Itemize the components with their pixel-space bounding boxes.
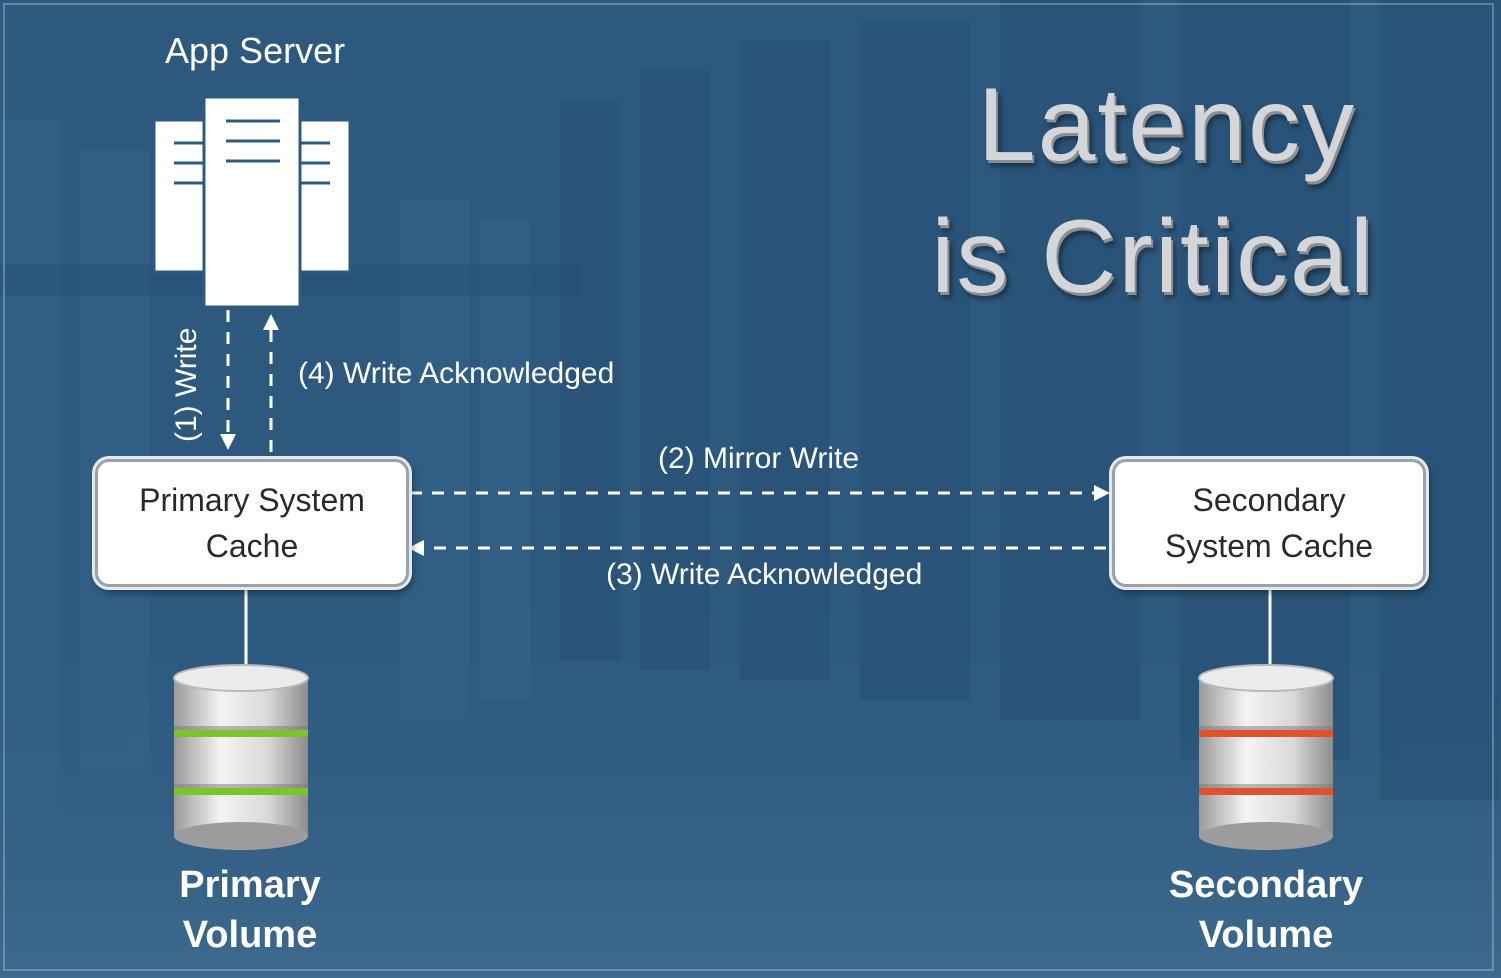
secondary-db-band-2 — [1199, 788, 1333, 795]
secondary-volume-line-1: Secondary — [1168, 864, 1364, 906]
primary-volume-line-1: Primary — [179, 864, 321, 906]
step-ack-secondary-label: (3) Write Acknowledged — [606, 558, 923, 591]
arrow-mirror-head — [1094, 485, 1110, 501]
primary-cache-line-1: Primary System — [139, 482, 365, 518]
primary-db-band-2 — [174, 788, 308, 795]
title-line-1: Latency — [977, 67, 1356, 183]
secondary-cache-line-1: Secondary — [1192, 482, 1346, 518]
secondary-volume-line-2: Volume — [1198, 914, 1334, 956]
app-server-label: App Server — [165, 30, 346, 71]
secondary-database-icon — [1198, 664, 1334, 850]
primary-database-icon — [173, 664, 309, 850]
title-line-2: is Critical — [931, 199, 1375, 315]
step-write-label: (1) Write — [170, 327, 203, 442]
primary-db-band-1 — [174, 730, 308, 737]
slide-frame — [3, 3, 1494, 971]
arrow-write-head — [220, 434, 236, 450]
primary-volume-line-2: Volume — [182, 914, 318, 956]
secondary-volume-label: Secondary Volume — [1136, 860, 1396, 960]
step-mirror-write-label: (2) Mirror Write — [658, 442, 860, 475]
secondary-system-cache-box: Secondary System Cache — [1112, 459, 1426, 587]
secondary-cache-line-2: System Cache — [1164, 528, 1374, 564]
primary-system-cache-box: Primary System Cache — [95, 459, 409, 587]
secondary-db-band-1 — [1199, 730, 1333, 737]
arrow-ack-app-head — [263, 314, 279, 330]
step-ack-app-label: (4) Write Acknowledged — [298, 357, 615, 390]
arrow-ack-secondary-head — [408, 540, 424, 556]
server-icon — [152, 95, 352, 309]
primary-cache-line-2: Cache — [205, 528, 299, 564]
primary-volume-label: Primary Volume — [120, 860, 380, 960]
